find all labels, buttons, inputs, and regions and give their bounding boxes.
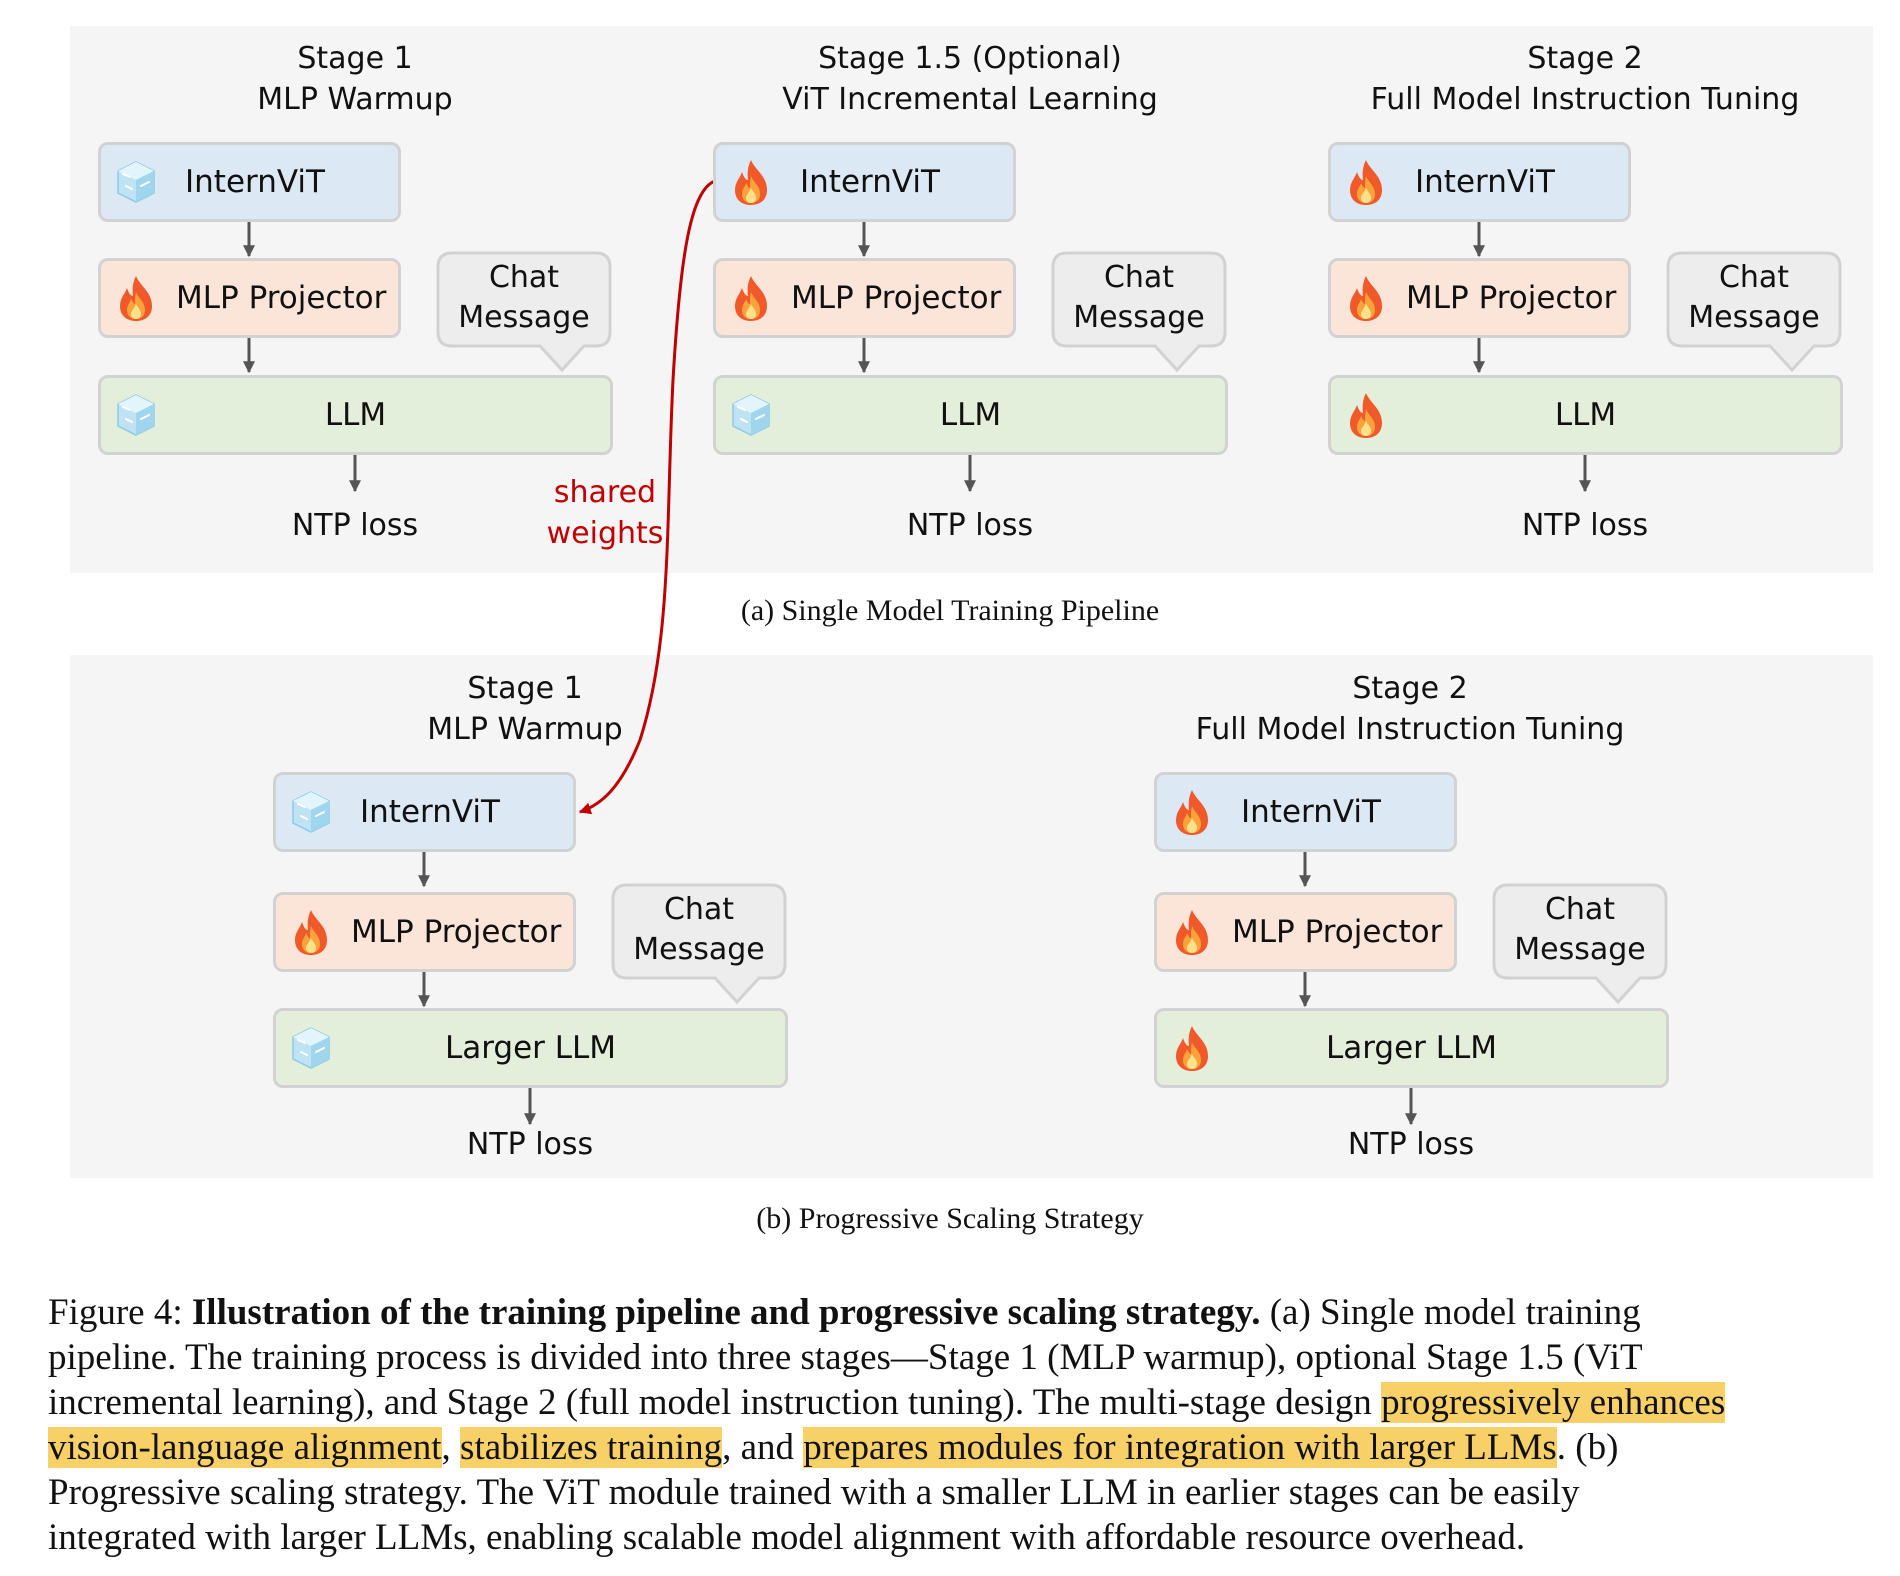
llm-label: LLM: [324, 397, 387, 433]
stage-title: Stage 2 Full Model Instruction Tuning: [1360, 38, 1810, 120]
internvit-block: [98, 142, 401, 222]
fire-icon: [1170, 908, 1214, 956]
llm-label: LLM: [1554, 397, 1617, 433]
fire-icon: [1170, 788, 1214, 836]
fire-icon: [729, 158, 773, 206]
ntp-loss-label: NTP loss: [1347, 1127, 1475, 1162]
ntp-loss-label: NTP loss: [906, 508, 1034, 543]
caption-bold-title: Illustration of the training pipeline an…: [191, 1292, 1261, 1333]
mlp-projector-label: MLP Projector: [791, 280, 1002, 316]
larger-llm-block: [1154, 1008, 1669, 1088]
mlp-projector-label: MLP Projector: [176, 280, 387, 316]
mlp-projector-label: MLP Projector: [1406, 280, 1617, 316]
llm-label: LLM: [939, 397, 1002, 433]
fire-icon: [114, 274, 158, 322]
fire-icon: [1344, 274, 1388, 322]
caption-line-5: Progressive scaling strategy. The ViT mo…: [48, 1472, 1580, 1513]
mlp-projector-label: MLP Projector: [1232, 914, 1443, 950]
llm-block: [98, 375, 613, 455]
stage-title-line1: Stage 2: [1352, 671, 1468, 706]
figure-caption: Figure 4: Illustration of the training p…: [48, 1290, 1888, 1560]
stage-title: Stage 2 Full Model Instruction Tuning: [1185, 668, 1635, 750]
llm-block: [713, 375, 1228, 455]
llm-block: [1328, 375, 1843, 455]
caption-line-3: incremental learning), and Stage 2 (full…: [48, 1382, 1726, 1423]
highlight: stabilizes training: [460, 1427, 723, 1468]
chat-bubble: [1666, 251, 1842, 373]
chat-bubble: [1051, 251, 1227, 373]
larger-llm-label: Larger LLM: [1325, 1030, 1498, 1066]
ntp-loss-label: NTP loss: [466, 1127, 594, 1162]
ice-cube-icon: [289, 788, 333, 836]
internvit-label: InternViT: [360, 794, 500, 830]
stage-title: Stage 1 MLP Warmup: [375, 668, 675, 750]
stage-title-line1: Stage 1.5 (Optional): [818, 41, 1122, 76]
internvit-label: InternViT: [185, 164, 325, 200]
internvit-label: InternViT: [1415, 164, 1555, 200]
mlp-projector-label: MLP Projector: [351, 914, 562, 950]
fire-icon: [289, 908, 333, 956]
panel-a-caption: (a) Single Model Training Pipeline: [740, 594, 1160, 627]
internvit-label: InternViT: [800, 164, 940, 200]
stage-title-line2: MLP Warmup: [257, 82, 453, 117]
larger-llm-block: [273, 1008, 788, 1088]
caption-line-6: integrated with larger LLMs, enabling sc…: [48, 1517, 1526, 1558]
stage-title-line1: Stage 1: [467, 671, 583, 706]
stage-title-line2: Full Model Instruction Tuning: [1195, 712, 1625, 747]
shared-weights-arrow: [578, 179, 716, 815]
caption-line-2: pipeline. The training process is divide…: [48, 1337, 1643, 1378]
chat-bubble: [1492, 883, 1668, 1005]
internvit-block: [713, 142, 1016, 222]
ntp-loss-label: NTP loss: [291, 508, 419, 543]
larger-llm-label: Larger LLM: [444, 1030, 617, 1066]
stage-title: Stage 1 MLP Warmup: [205, 38, 505, 120]
stage-title-line1: Stage 2: [1527, 41, 1643, 76]
ice-cube-icon: [114, 158, 158, 206]
fire-icon: [1344, 158, 1388, 206]
fire-icon: [729, 274, 773, 322]
panel-b-caption: (b) Progressive Scaling Strategy: [756, 1202, 1144, 1235]
stage-title-line2: ViT Incremental Learning: [782, 82, 1158, 117]
chat-bubble: [436, 251, 612, 373]
chat-bubble: [611, 883, 787, 1005]
stage-title-line1: Stage 1: [297, 41, 413, 76]
highlight: progressively enhances: [1381, 1382, 1726, 1423]
stage-title: Stage 1.5 (Optional) ViT Incremental Lea…: [770, 38, 1170, 120]
caption-line-1: Figure 4: Illustration of the training p…: [48, 1292, 1641, 1333]
caption-line-4: vision-language alignment, stabilizes tr…: [48, 1427, 1619, 1468]
highlight: prepares modules for integration with la…: [803, 1427, 1557, 1468]
mlp-projector-block: [713, 258, 1016, 338]
internvit-label: InternViT: [1241, 794, 1381, 830]
stage-title-line2: MLP Warmup: [427, 712, 623, 747]
stage-title-line2: Full Model Instruction Tuning: [1370, 82, 1800, 117]
highlight: vision-language alignment: [48, 1427, 442, 1468]
ntp-loss-label: NTP loss: [1521, 508, 1649, 543]
